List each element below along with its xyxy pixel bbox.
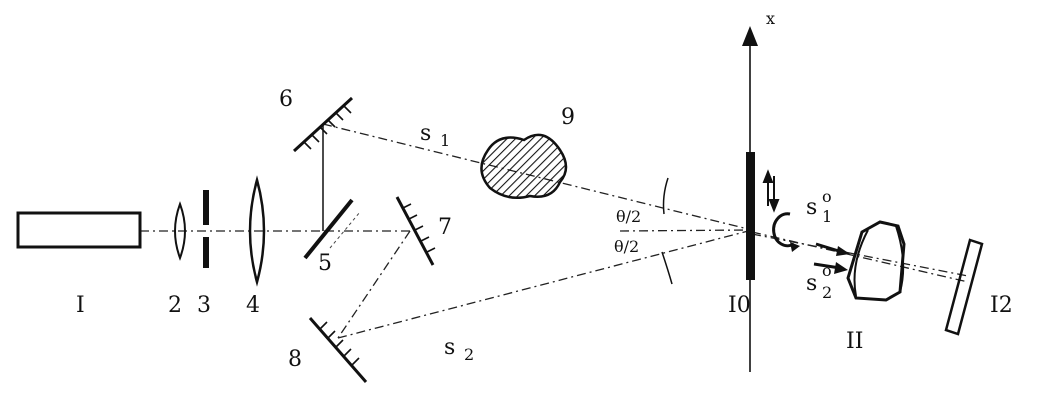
label-mirror-6: 6 xyxy=(279,87,293,112)
svg-text:1: 1 xyxy=(440,131,450,150)
svg-text:1: 1 xyxy=(822,207,832,226)
lens-11: II xyxy=(846,220,906,354)
label-slit-3: 3 xyxy=(197,293,211,318)
beam-label-s2: s 2 xyxy=(444,335,474,364)
label-object-9: 9 xyxy=(561,105,575,130)
svg-text:o: o xyxy=(822,187,832,206)
angle-marks: θ/2 θ/2 xyxy=(614,177,673,285)
svg-text:s: s xyxy=(420,121,431,146)
plate-10: I0 xyxy=(728,152,800,318)
label-lens-11: II xyxy=(846,329,863,354)
lens-4: 4 xyxy=(246,175,266,318)
lens-2: 2 xyxy=(168,201,186,318)
label-theta-lower: θ/2 xyxy=(614,237,639,256)
svg-text:s: s xyxy=(806,271,817,296)
label-plate-10: I0 xyxy=(728,293,751,318)
label-mirror-7: 7 xyxy=(438,215,452,240)
beam-splitter-5: 5 xyxy=(303,198,361,276)
mirror-8: 8 xyxy=(288,317,368,383)
label-axis-x: x xyxy=(766,9,775,28)
label-lens-2: 2 xyxy=(168,293,182,318)
label-mirror-8: 8 xyxy=(288,347,302,372)
laser-source: I xyxy=(16,211,142,318)
beam-label-s2-prime: s o 2 xyxy=(806,261,848,302)
label-screen-12: I2 xyxy=(990,293,1013,318)
beam-paths xyxy=(140,123,969,339)
svg-text:2: 2 xyxy=(822,283,832,302)
object-9: 9 xyxy=(480,105,575,199)
beam-label-s1: s 1 xyxy=(420,121,450,150)
mirror-6: 6 xyxy=(279,87,354,153)
screen-12: I2 xyxy=(944,238,1013,336)
label-theta-upper: θ/2 xyxy=(616,207,641,226)
label-splitter-5: 5 xyxy=(318,251,332,276)
label-laser: I xyxy=(76,293,85,318)
beam-label-s1-prime: s o 1 xyxy=(806,187,850,256)
svg-text:o: o xyxy=(822,261,832,280)
svg-text:2: 2 xyxy=(464,345,474,364)
svg-text:s: s xyxy=(444,335,455,360)
svg-text:s: s xyxy=(806,195,817,220)
mirror-7: 7 xyxy=(395,196,452,266)
label-lens-4: 4 xyxy=(246,293,260,318)
slit-3: 3 xyxy=(197,190,211,318)
